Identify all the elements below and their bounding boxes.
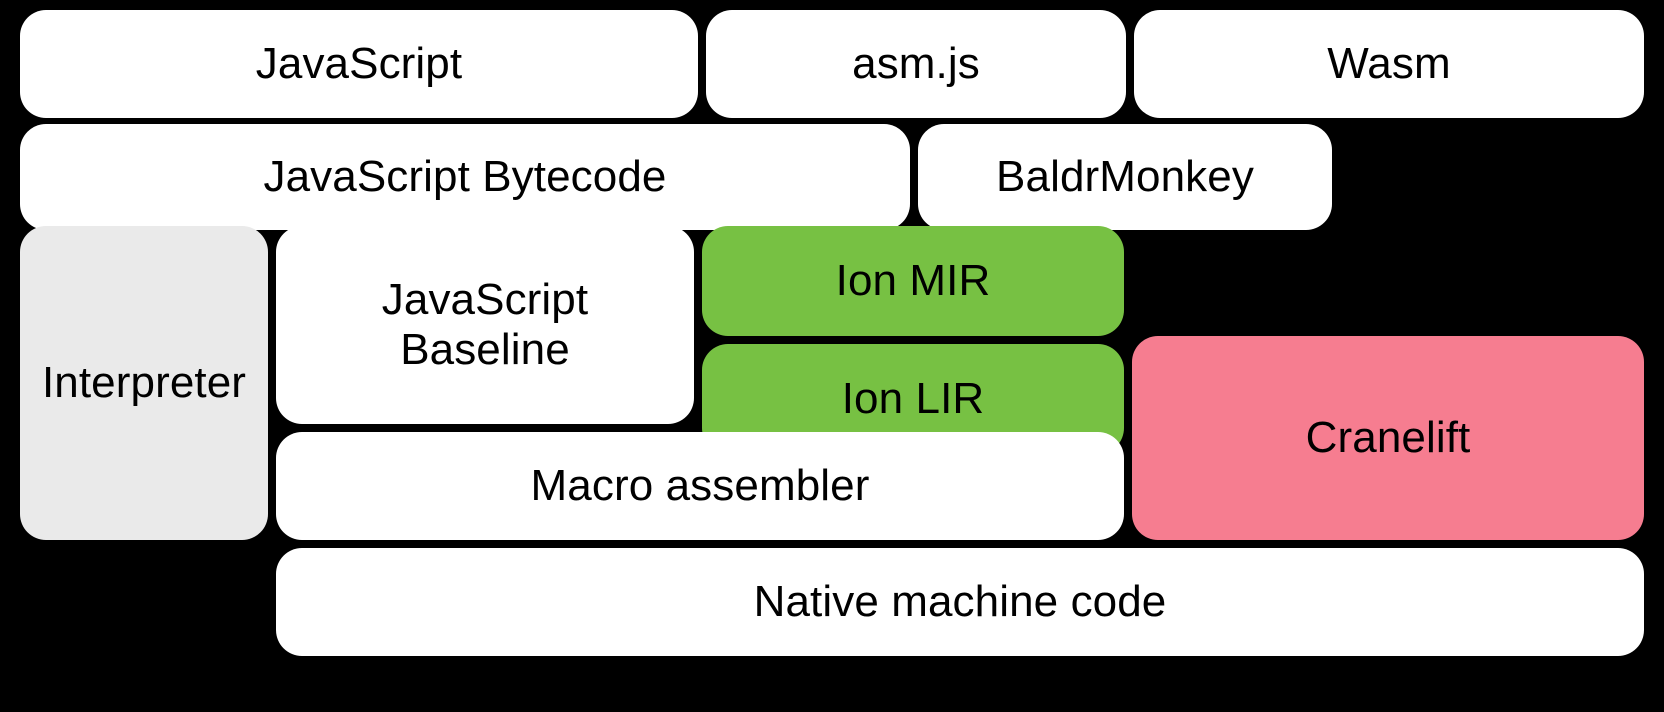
node-ion-mir: Ion MIR — [702, 226, 1124, 336]
node-cranelift: Cranelift — [1132, 336, 1644, 540]
node-asm-js: asm.js — [706, 10, 1126, 118]
node-interpreter: Interpreter — [20, 226, 268, 540]
node-wasm: Wasm — [1134, 10, 1644, 118]
node-baldrmonkey: BaldrMonkey — [918, 124, 1332, 230]
node-javascript-baseline: JavaScript Baseline — [276, 226, 694, 424]
node-macro-assembler: Macro assembler — [276, 432, 1124, 540]
node-javascript: JavaScript — [20, 10, 698, 118]
node-javascript-bytecode: JavaScript Bytecode — [20, 124, 910, 230]
node-native-machine-code: Native machine code — [276, 548, 1644, 656]
